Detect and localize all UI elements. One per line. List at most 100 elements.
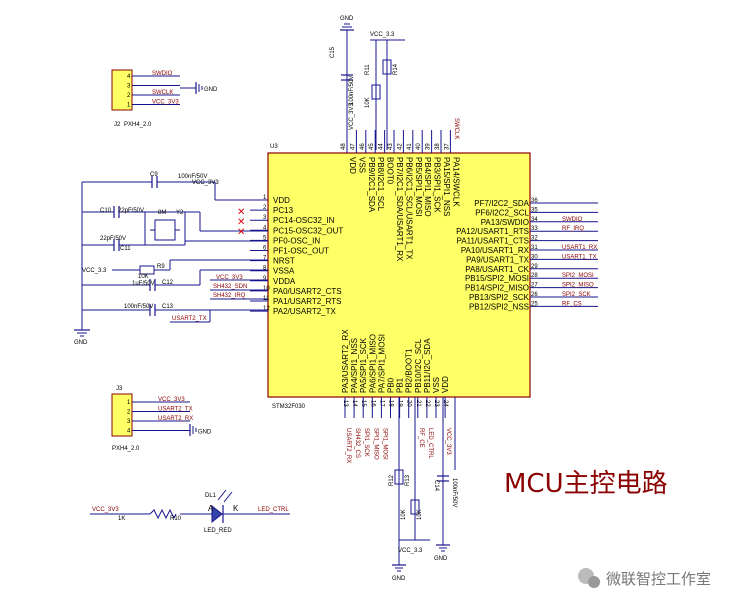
mcu-top-pin-num: 45 xyxy=(369,143,375,150)
mcu-right-pin-name: PB15/SPI2_MOSI xyxy=(465,274,529,283)
mcu-right-pin-num: 31 xyxy=(531,245,538,251)
mcu-right-pin-num: 26 xyxy=(531,292,538,298)
mcu-top-pin-num: 43 xyxy=(388,143,394,150)
mcu-right-pin-name: PA8/USART1_CK xyxy=(465,265,529,274)
uart-pin-net: VCC_3V3 xyxy=(158,397,185,403)
mcu-top-pin-num: 41 xyxy=(407,143,413,150)
uart-pin-net: USART2_TX xyxy=(158,407,193,413)
c10-ref: C10 xyxy=(100,208,112,214)
mcu-top-pin-num: 47 xyxy=(350,143,356,150)
c9-val: 100nF/50V xyxy=(178,174,207,180)
mcu-top-pins: 48VDD47VSS46PB9/I2C1_SDA45PB8/I2C1_SCL44… xyxy=(341,130,460,262)
led-anode: A xyxy=(208,504,214,513)
r9-val: 10K xyxy=(138,274,149,280)
c15-ref: C15 xyxy=(330,46,336,58)
mcu-bottom-net-label: SPI1_SCK xyxy=(363,428,369,457)
mcu-bottom-pin-num: 13 xyxy=(342,400,348,407)
mcu-left-pin-name: VSSA xyxy=(273,267,295,276)
mcu-right-net-label: SPI2_SCK xyxy=(562,292,591,298)
watermark-text: 微联智控工作室 xyxy=(606,570,711,588)
mcu-top-pin-name: PB4/SPI1_MISO xyxy=(423,157,432,217)
mcu-right-pin-name: PA13/SWDIO xyxy=(481,218,529,227)
mcu-bottom-pin-name: PB2/BOOT1 xyxy=(405,348,414,393)
mcu-bottom-pin-name: PA4/SPI1_NSS xyxy=(350,338,359,393)
swd-connector-part: PXH4_2.0 xyxy=(124,122,152,128)
mcu-bottom-pin-name: PA3/USART2_RX xyxy=(341,329,350,393)
mcu-bottom-net-label: USART2_RX xyxy=(345,428,351,463)
mcu-bottom-pin-name: PA6/SPI1_MISO xyxy=(368,334,377,393)
c15-val: 100nF/50V xyxy=(349,76,355,105)
mcu-right-pin-name: PA12/USART1_RTS xyxy=(456,227,529,236)
mcu-left-pin-num: 2 xyxy=(263,205,267,211)
mcu-bottom-pin-name: PB1 xyxy=(396,377,405,393)
mcu-left-pin-name: PC13 xyxy=(273,206,294,215)
mcu-right-net-label: USART1_TX xyxy=(562,254,597,260)
gnd-bottom2-label: GND xyxy=(434,556,448,562)
swd-pin-num: 3 xyxy=(127,84,131,90)
mcu-left-pin-num: 3 xyxy=(263,215,267,221)
gnd-left-label: GND xyxy=(74,340,88,346)
mcu-right-pin-name: PA11/USART1_CTS xyxy=(457,237,529,246)
uart-pin-num: 1 xyxy=(127,400,131,406)
mcu-right-pin-num: 29 xyxy=(531,264,538,270)
c13-val: 100nF/50V xyxy=(124,304,153,310)
vcc-bottom-label: VCC_3.3 xyxy=(398,548,423,554)
mcu-top-pin-name: PB6/I2C1_SCL/USART1_TX xyxy=(404,157,413,260)
mcu-top-pin-num: 40 xyxy=(416,143,422,150)
mcu-top-pin-num: 38 xyxy=(435,143,441,150)
mcu-right-pin-name: PB14/SPI2_MISO xyxy=(465,284,529,293)
uart-pin-num: 3 xyxy=(127,419,131,425)
mcu-right-pin-name: PF7/I2C2_SDA xyxy=(474,199,529,208)
mcu-top-pin-name: PB9/I2C1_SDA xyxy=(367,157,376,213)
c9-ref: C9 xyxy=(150,172,158,178)
vcc-top-label: VCC_3.3 xyxy=(370,32,395,38)
bottom-network: R12 R13 10K 10K VCC_3.3 GND C14 100nF/50… xyxy=(389,397,457,582)
mcu-bottom-net-label: VCC_3V3 xyxy=(445,428,451,455)
mcu-left-pin-num: 9 xyxy=(263,276,267,282)
nc-mark-pc15: ✕ xyxy=(237,227,245,238)
mcu-bottom-pin-name: PB0 xyxy=(387,377,396,393)
mcu-right-pin-num: 34 xyxy=(531,217,538,223)
led-r-val: 1K xyxy=(118,516,125,522)
mcu-bottom-pin-name: VDD xyxy=(441,376,450,393)
mcu-right-pin-num: 33 xyxy=(531,226,538,232)
led-r-ref: R10 xyxy=(170,516,182,522)
mcu-top-pin-name: BOOT0 xyxy=(386,157,395,185)
swd-connector-body xyxy=(111,69,133,111)
swd-connector-ref: J2 xyxy=(114,122,121,128)
mcu-bottom-pin-name: PB11/I2C_SDA xyxy=(423,338,432,393)
mcu-top-pin-name: PB7/I2C1_SDA/USART1_RX xyxy=(395,157,404,262)
r13-val: 10K xyxy=(417,509,423,520)
mcu-left-pin-num: 7 xyxy=(263,256,267,262)
mcu-top-pin-num: 39 xyxy=(426,143,432,150)
sh-sdn-net: SH432_SDN xyxy=(213,284,247,290)
mcu-left-pin-name: PA0/USART2_CTS xyxy=(273,287,342,296)
c14-ref: C14 xyxy=(433,480,439,492)
mcu-bottom-pin-name: PA5/SPI1_SCK xyxy=(359,337,368,393)
r11-val: 10K xyxy=(365,97,371,108)
mcu-left-pin-name: PC15-OSC32_OUT xyxy=(273,226,343,235)
mcu-left-pin-name: PF0-OSC_IN xyxy=(273,236,320,245)
mcu-left-pin-num: 10 xyxy=(263,286,270,292)
swd-pin-num: 1 xyxy=(127,103,131,109)
mcu-bottom-pin-num: 21 xyxy=(415,400,421,407)
x2-val: 8M xyxy=(158,210,166,216)
uart-pin-num: 4 xyxy=(127,429,131,435)
net-swclk-top: SWCLK xyxy=(453,118,459,139)
diagram-title: MCU主控电路 xyxy=(504,469,668,499)
mcu-right-pin-num: 28 xyxy=(531,273,538,279)
mcu-top-pin-name: VSS xyxy=(357,157,366,173)
uart-pin-gnd: GND xyxy=(198,430,212,436)
mcu-right-pin-name: PA9/USART1_TX xyxy=(466,255,530,264)
mcu-top-pin-num: 44 xyxy=(379,143,385,150)
uart-connector-ref: J3 xyxy=(116,386,123,392)
mcu-left-pin-num: 4 xyxy=(263,225,267,231)
mcu-left-pin-name: PA2/USART2_TX xyxy=(273,307,337,316)
mcu-top-pin-name: PA15/SPI1_NSS xyxy=(442,157,451,216)
mcu-bottom-pins: PA3/USART2_RX13USART2_RXPA4/SPI1_NSS14SH… xyxy=(341,329,451,464)
vcc-left-label: VCC_3.3 xyxy=(82,268,107,274)
mcu-right-net-label: SPI2_MOSI xyxy=(562,273,594,279)
mcu-top-pin-name: PB5/SPI1_MOSI xyxy=(414,157,423,217)
mcu-right-pin-num: 35 xyxy=(531,207,538,213)
mcu-top-pin-num: 37 xyxy=(444,143,450,150)
